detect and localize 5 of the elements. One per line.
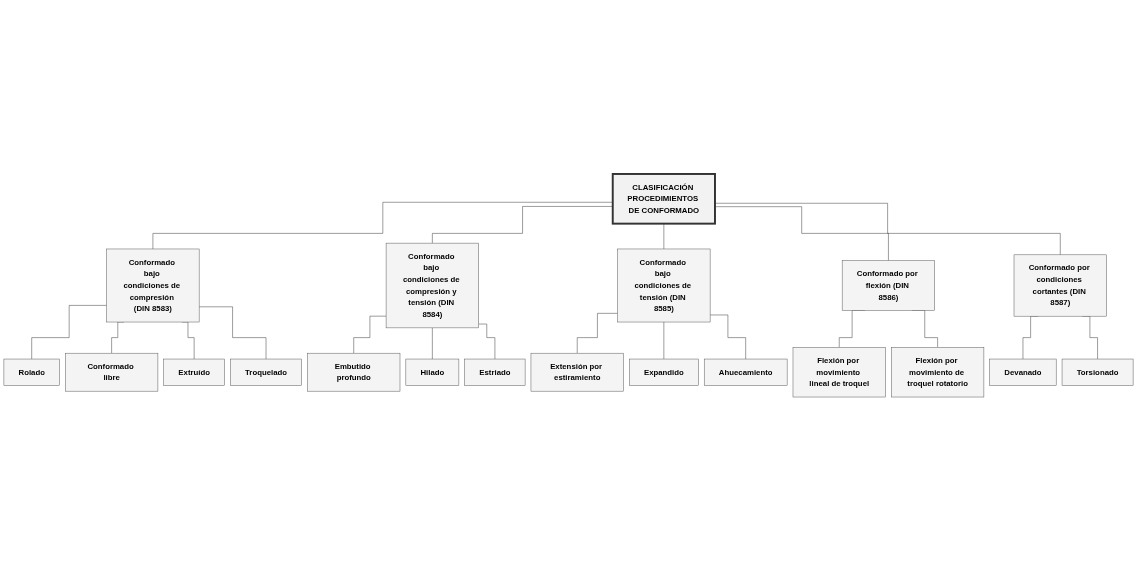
connector	[714, 203, 1061, 256]
connector	[663, 223, 665, 250]
connector	[714, 206, 889, 261]
connector	[152, 202, 613, 250]
connector	[432, 206, 613, 244]
